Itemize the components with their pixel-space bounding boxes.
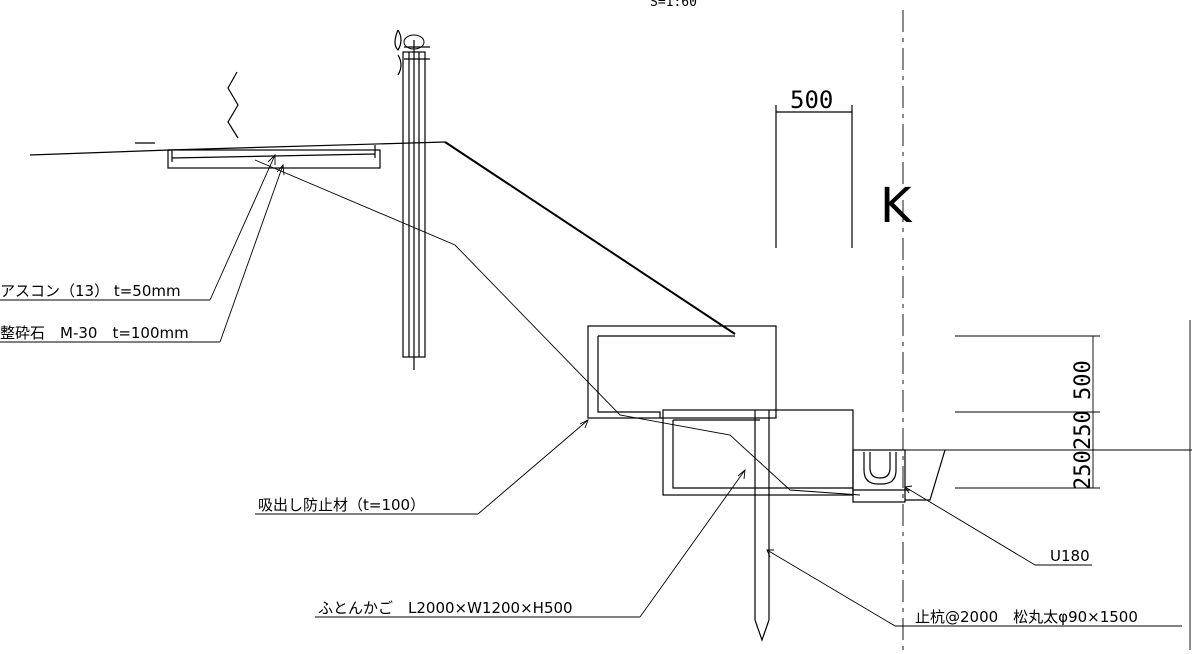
label-gabion: ふとんかご L2000×W1200×H500	[318, 599, 573, 617]
label-suction-prevention: 吸出し防止材（t=100）	[258, 496, 425, 514]
stake	[754, 410, 770, 642]
label-stake: 止杭@2000 松丸太φ90×1500	[915, 608, 1138, 626]
u-ditch	[852, 449, 946, 503]
label-crushed-stone: 整砕石 M-30 t=100mm	[0, 324, 189, 342]
leader-crushed-stone: 整砕石 M-30 t=100mm	[0, 163, 285, 343]
original-ground-line	[254, 159, 861, 496]
ground-line	[29, 149, 171, 156]
scale-text: S=1:60	[650, 0, 697, 10]
gabion-lower	[662, 409, 854, 496]
dimension-top-text: 500	[790, 86, 833, 114]
break-mark	[227, 71, 239, 139]
leader-asphalt: アスコン（13） t=50mm	[0, 153, 276, 301]
dimension-lower-text: 250	[1071, 450, 1096, 490]
leader-u-ditch: U180	[904, 485, 1092, 566]
dimension-middle-text: 250	[1071, 410, 1096, 450]
leader-suction-prevention: 吸出し防止材（t=100）	[255, 419, 589, 515]
dimension-upper-text: 500	[1071, 360, 1096, 400]
mark-letter: K	[880, 178, 913, 234]
label-u-ditch: U180	[1050, 547, 1090, 565]
dimension-right: 500 250 250	[905, 335, 1192, 490]
label-asphalt: アスコン（13） t=50mm	[0, 282, 181, 300]
guard-post	[394, 29, 430, 370]
dimension-top: 500	[775, 86, 853, 248]
slope-line	[444, 141, 736, 335]
leader-stake: 止杭@2000 松丸太φ90×1500	[766, 549, 1182, 627]
gabion-upper	[587, 325, 777, 419]
leader-gabion: ふとんかご L2000×W1200×H500	[315, 468, 746, 618]
